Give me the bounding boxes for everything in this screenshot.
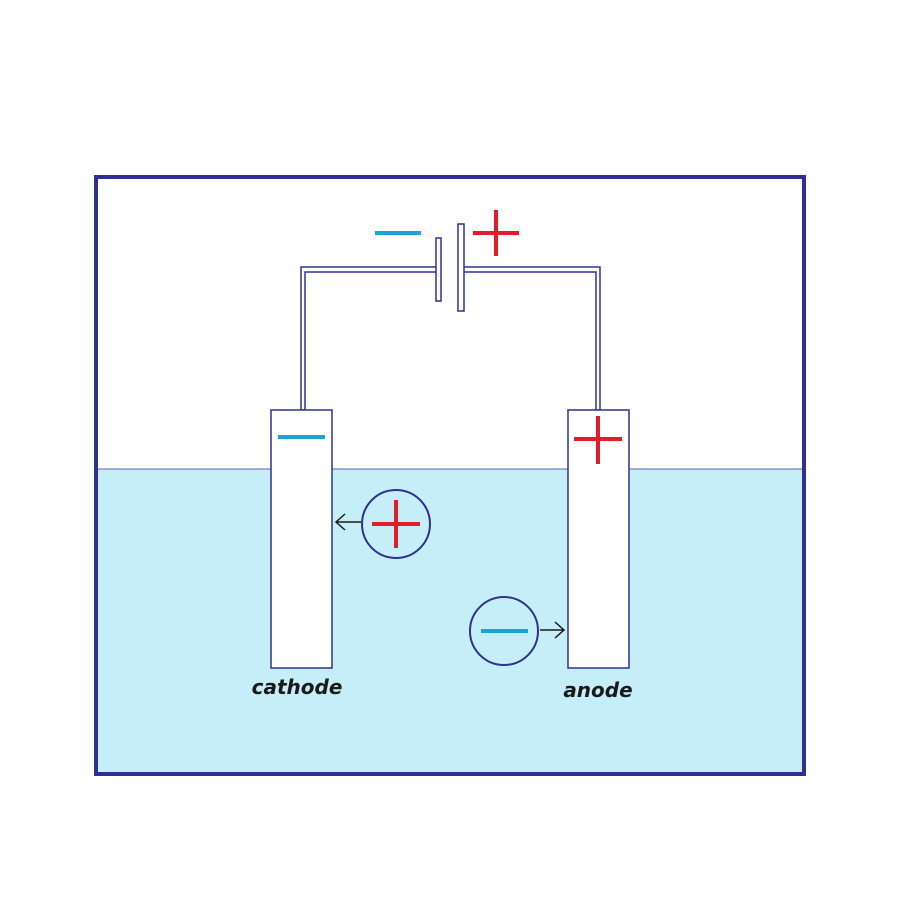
battery-plus-sign: [473, 210, 519, 256]
anode-plus-sign: [574, 416, 622, 464]
electrolyte: [98, 469, 802, 772]
battery-icon: [435, 223, 465, 312]
cation-arrow: [334, 513, 361, 531]
battery-positive-plate: [457, 223, 465, 312]
anion-arrow: [540, 621, 566, 639]
anion-icon: [469, 596, 539, 666]
cathode-label: cathode: [252, 675, 343, 699]
anode-label: anode: [563, 678, 632, 702]
cathode-electrode: [270, 409, 333, 669]
cation-icon: [361, 489, 431, 559]
battery-negative-plate: [435, 237, 442, 302]
